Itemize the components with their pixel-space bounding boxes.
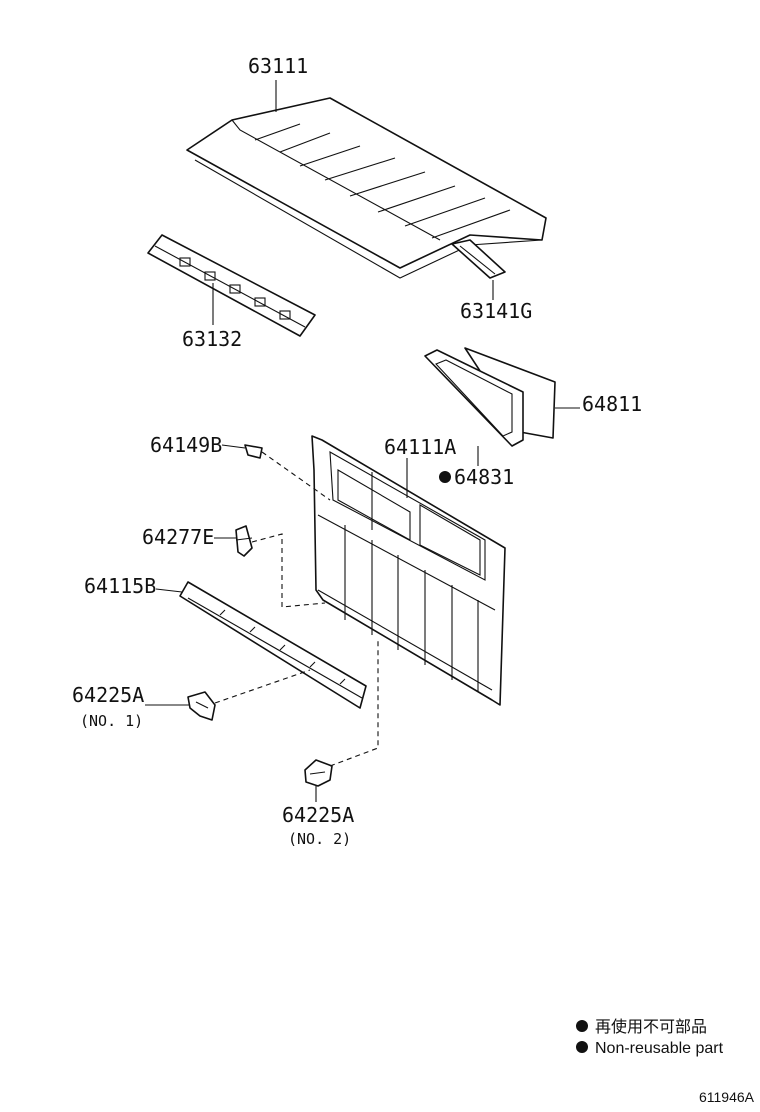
back-panel[interactable]	[311, 435, 506, 706]
back-window-weatherstrip[interactable]	[424, 349, 524, 447]
label-64225a-no1-note: (NO. 1)	[80, 712, 143, 730]
label-64225a-no1: 64225A	[72, 683, 144, 707]
label-64811: 64811	[582, 392, 642, 416]
figure-id: 611946A	[699, 1089, 755, 1105]
bracket-64277e[interactable]	[235, 525, 253, 557]
legend-bullet-icon	[576, 1020, 588, 1032]
front-header-rail[interactable]	[147, 234, 316, 337]
label-63111: 63111	[248, 54, 308, 78]
clip-64149b[interactable]	[244, 444, 263, 459]
label-63132: 63132	[182, 327, 242, 351]
back-panel-lower-rail[interactable]	[179, 581, 367, 709]
label-64149b: 64149B	[150, 433, 222, 457]
non-reusable-marker	[439, 471, 451, 483]
legend-english: Non-reusable part	[595, 1040, 724, 1057]
label-64225a-no2: 64225A	[282, 803, 354, 827]
bracket-64225a-no2[interactable]	[304, 759, 333, 787]
roof-bow[interactable]	[451, 239, 506, 279]
label-64225a-no2-note: (NO. 2)	[288, 830, 351, 848]
label-63141g: 63141G	[460, 299, 532, 323]
bracket-64225a-no1[interactable]	[187, 691, 216, 721]
legend-japanese: 再使用不可部品	[595, 1018, 707, 1036]
roof-panel[interactable]	[186, 97, 547, 279]
legend-bullet-icon	[576, 1041, 588, 1053]
label-64115b: 64115B	[84, 574, 156, 598]
label-64111a: 64111A	[384, 435, 456, 459]
label-64831: 64831	[454, 465, 514, 489]
label-64277e: 64277E	[142, 525, 214, 549]
